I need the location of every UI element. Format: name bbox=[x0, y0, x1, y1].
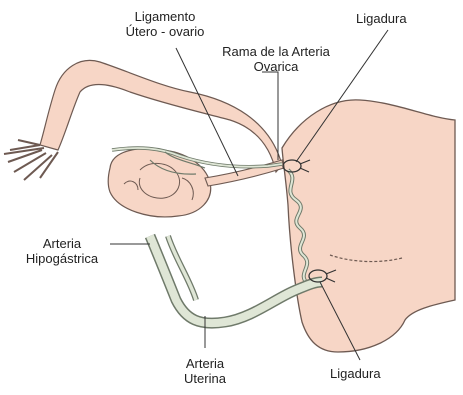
label-ligadura-top: Ligadura bbox=[356, 11, 407, 26]
label-ligamento-line2: Útero - ovario bbox=[126, 24, 205, 39]
uterus bbox=[282, 100, 455, 352]
label-arteria-hipogastrica: Arteria Hipogástrica bbox=[26, 236, 98, 266]
label-rama-arteria-ovarica: Rama de la Arteria Ovarica bbox=[222, 44, 330, 74]
label-hipogastrica-line2: Hipogástrica bbox=[26, 251, 98, 266]
label-hipogastrica-line1: Arteria bbox=[26, 236, 98, 251]
label-uterina-line2: Uterina bbox=[184, 371, 226, 386]
label-rama-line2: Ovarica bbox=[222, 59, 330, 74]
label-ligadura-bottom: Ligadura bbox=[330, 366, 381, 381]
label-arteria-uterina: Arteria Uterina bbox=[184, 356, 226, 386]
label-ligamento: Ligamento Útero - ovario bbox=[126, 9, 205, 39]
label-uterina-line1: Arteria bbox=[184, 356, 226, 371]
label-rama-line1: Rama de la Arteria bbox=[222, 44, 330, 59]
label-ligamento-line1: Ligamento bbox=[126, 9, 205, 24]
